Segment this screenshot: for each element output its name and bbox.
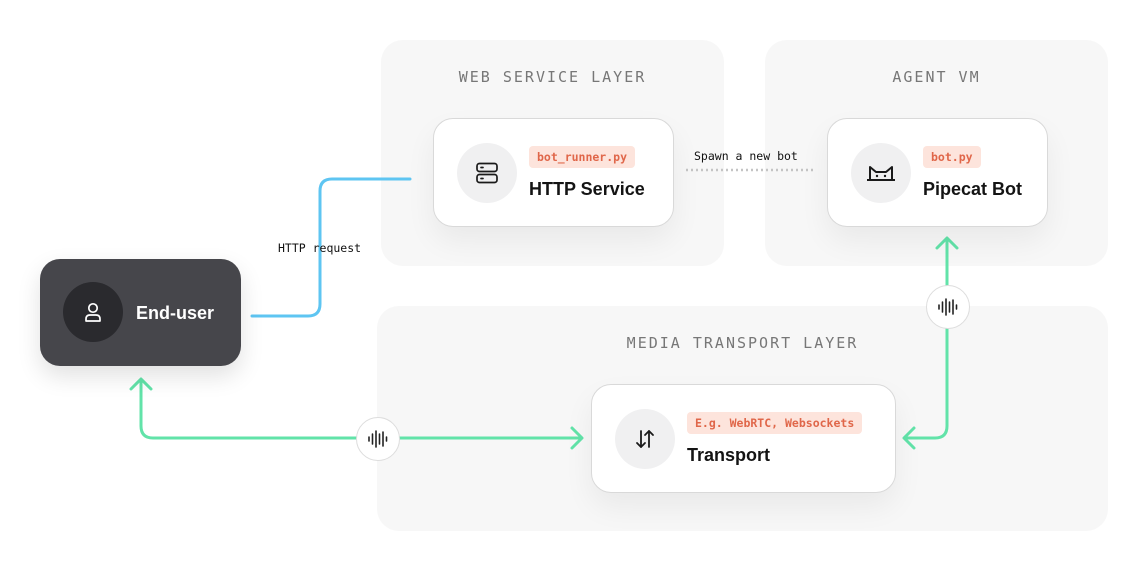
- http-service-icon-circle: [457, 143, 517, 203]
- audio-wave-icon: [368, 430, 388, 448]
- arrowhead-left-transport: [902, 426, 916, 450]
- arrows-up-down-icon: [636, 430, 654, 448]
- spawn-bot-label: Spawn a new bot: [694, 149, 798, 163]
- media-transport-layer-title: MEDIA TRANSPORT LAYER: [626, 334, 859, 352]
- media-transport-layer: MEDIA TRANSPORT LAYER: [377, 306, 1108, 531]
- pipecat-logo-icon: [867, 166, 895, 181]
- transport-tag: E.g. WebRTC, Websockets: [687, 412, 863, 434]
- web-service-layer-title: WEB SERVICE LAYER: [458, 68, 647, 86]
- pipecat-bot-tag: bot.py: [923, 146, 981, 168]
- agent-vm-layer-title: AGENT VM: [892, 68, 981, 86]
- http-service-tag: bot_runner.py: [529, 146, 636, 168]
- http-request-label: HTTP request: [278, 241, 362, 255]
- server-icon: [476, 162, 498, 184]
- end-user-node[interactable]: End-user: [40, 259, 241, 366]
- pipecat-bot-icon-circle: [851, 143, 911, 203]
- http-service-node[interactable]: bot_runner.py HTTP Service: [433, 118, 674, 227]
- arrowhead-up-enduser: [129, 377, 153, 391]
- audio-line-transport-bot: [904, 239, 949, 440]
- user-icon: [85, 302, 101, 322]
- audio-badge-enduser: [356, 417, 400, 461]
- arrowhead-right-transport: [570, 426, 584, 450]
- audio-wave-icon: [938, 298, 958, 316]
- http-service-label: HTTP Service: [529, 179, 645, 199]
- pipecat-bot-node[interactable]: bot.py Pipecat Bot: [827, 118, 1048, 227]
- audio-badge-bot: [926, 285, 970, 329]
- audio-line-enduser-transport: [139, 380, 582, 440]
- end-user-label: End-user: [136, 303, 215, 323]
- pipecat-bot-label: Pipecat Bot: [923, 179, 1023, 199]
- transport-icon-circle: [615, 409, 675, 469]
- arrowhead-up-bot: [935, 236, 959, 250]
- transport-label: Transport: [687, 445, 771, 465]
- http-request-line: [250, 177, 412, 318]
- transport-node[interactable]: E.g. WebRTC, Websockets Transport: [591, 384, 896, 493]
- end-user-icon-circle: [63, 282, 123, 342]
